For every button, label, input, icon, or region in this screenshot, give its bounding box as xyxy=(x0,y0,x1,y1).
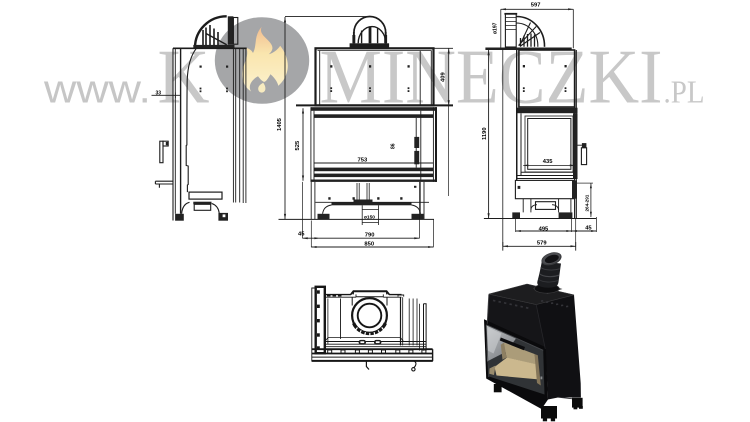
svg-text:ø150: ø150 xyxy=(364,215,375,221)
svg-text:495: 495 xyxy=(539,226,549,232)
svg-text:264-291: 264-291 xyxy=(585,194,590,211)
svg-text:ø197: ø197 xyxy=(492,22,498,34)
svg-text:www.: www. xyxy=(43,68,151,112)
svg-text:579: 579 xyxy=(537,240,547,246)
svg-text:45: 45 xyxy=(585,225,592,231)
svg-text:33: 33 xyxy=(156,91,162,97)
svg-text:850: 850 xyxy=(364,242,374,248)
svg-text:790: 790 xyxy=(365,233,375,239)
svg-text:409: 409 xyxy=(440,72,446,82)
svg-text:1190: 1190 xyxy=(482,127,488,140)
svg-text:525: 525 xyxy=(295,140,301,150)
svg-text:.PL: .PL xyxy=(664,74,705,110)
svg-text:753: 753 xyxy=(358,157,368,163)
svg-text:45: 45 xyxy=(298,232,305,238)
svg-text:86: 86 xyxy=(390,143,396,149)
svg-text:435: 435 xyxy=(543,159,553,165)
svg-text:597: 597 xyxy=(531,2,541,8)
svg-text:1405: 1405 xyxy=(277,117,283,131)
